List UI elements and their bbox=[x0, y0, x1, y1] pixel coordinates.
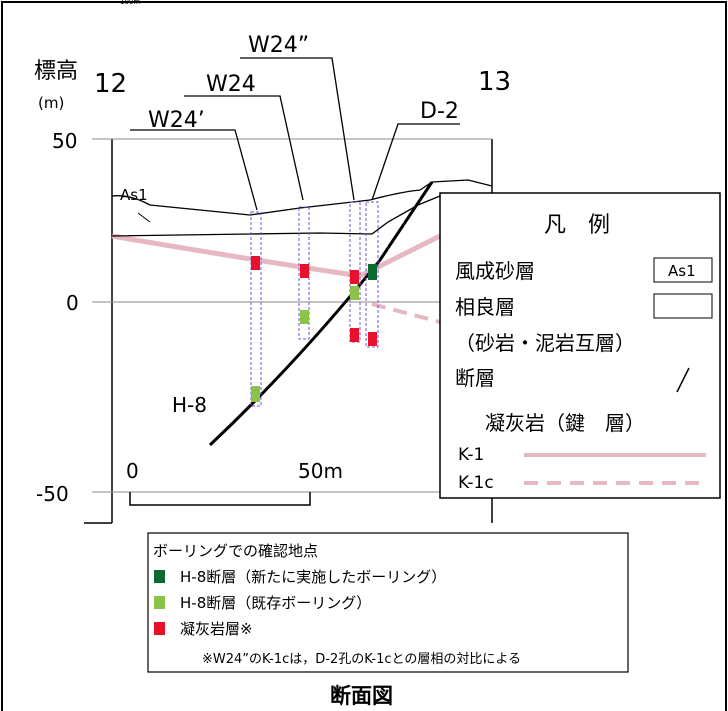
boring-legend-note: ※W24”のK-1cは，D-2孔のK-1cとの層相の対比による bbox=[202, 652, 521, 667]
label-as1: As1 bbox=[120, 186, 148, 204]
boring-label-d2: D-2 bbox=[420, 99, 459, 124]
legend-as1-swatch bbox=[653, 257, 713, 283]
leader-d2 bbox=[371, 123, 460, 201]
legend: 凡 例 風成砂層 As1 相良層 （砂岩・泥岩互層） 断層 凝灰岩（鍵 層） K… bbox=[439, 192, 721, 499]
legend-fault-symbol bbox=[676, 367, 690, 393]
boring-label-w24-prime: W24’ bbox=[148, 108, 205, 133]
label-h8: H-8 bbox=[172, 393, 207, 417]
boring-legend-box bbox=[147, 532, 629, 673]
fault-h8 bbox=[208, 181, 434, 447]
marker-tuff-w24-double bbox=[350, 270, 359, 284]
y-tick-50: 50 bbox=[52, 129, 77, 153]
marker-fault-new-d2 bbox=[368, 264, 377, 280]
section-plot: 標高 (m) 50 0 -50 12 13 W24’ W24 W24” D-2 … bbox=[34, 33, 511, 524]
boring-label-w24: W24 bbox=[206, 72, 256, 97]
swatch-tuff bbox=[154, 622, 165, 635]
legend-fault: 断層 bbox=[455, 366, 495, 390]
as1-leader bbox=[137, 212, 151, 223]
section-point-13: 13 bbox=[478, 67, 511, 97]
leader-w24-double bbox=[240, 57, 355, 201]
legend-sagara-swatch bbox=[653, 293, 713, 319]
y-tick-minus50: -50 bbox=[36, 482, 69, 506]
marker-tuff-w24-prime bbox=[251, 256, 260, 270]
boring-d2 bbox=[365, 201, 379, 348]
scale-bar bbox=[129, 492, 311, 506]
marker-tuff-k1c-d2 bbox=[368, 332, 377, 346]
y-tick-0: 0 bbox=[66, 291, 79, 315]
swatch-fault-existing bbox=[154, 596, 165, 609]
boring-legend-fault-new: H-8断層（新たに実施したボーリング） bbox=[180, 568, 446, 586]
elevation-unit: (m) bbox=[38, 94, 64, 112]
scale-bar-start: 0 bbox=[126, 459, 139, 483]
legend-eolian-sand: 風成砂層 bbox=[455, 259, 535, 283]
boring-legend-title: ボーリングでの確認地点 bbox=[153, 542, 318, 560]
legend-k1c: K-1c bbox=[458, 473, 494, 493]
boring-legend-tuff: 凝灰岩層※ bbox=[180, 620, 253, 638]
key-bed-k1c bbox=[371, 302, 441, 324]
legend-k1: K-1 bbox=[458, 445, 484, 465]
swatch-fault-new bbox=[154, 570, 165, 583]
legend-key-bed: 凝灰岩（鍵 層） bbox=[485, 411, 645, 435]
legend-title: 凡 例 bbox=[544, 213, 610, 238]
leader-w24-prime bbox=[130, 129, 258, 211]
figure-caption: 断面図 bbox=[330, 684, 393, 708]
legend-sagara: 相良層 bbox=[455, 295, 515, 319]
scale-bar-end: 50m bbox=[298, 459, 343, 483]
marker-fault-existing-w24-double bbox=[350, 286, 359, 300]
elevation-label: 標高 bbox=[34, 59, 78, 84]
legend-box bbox=[439, 192, 721, 499]
boring-w24-prime bbox=[250, 211, 262, 407]
key-bed-k1 bbox=[111, 233, 442, 279]
leader-w24 bbox=[184, 95, 304, 201]
boring-legend: ボーリングでの確認地点 H-8断層（新たに実施したボーリング） H-8断層（既存… bbox=[147, 532, 629, 673]
legend-sagara-note: （砂岩・泥岩互層） bbox=[455, 331, 635, 355]
marker-fault-existing-w24-prime bbox=[251, 386, 260, 402]
ground-surface bbox=[111, 179, 493, 216]
marker-fault-existing-w24 bbox=[300, 310, 309, 324]
as1-base bbox=[111, 195, 441, 237]
legend-as1-code: As1 bbox=[668, 262, 696, 280]
boring-label-w24-double: W24” bbox=[248, 33, 309, 58]
header-fragment: 100m bbox=[120, 0, 140, 6]
boring-legend-fault-existing: H-8断層（既存ボーリング） bbox=[180, 594, 371, 612]
marker-tuff-k1c-w24-double bbox=[350, 328, 359, 342]
section-point-12: 12 bbox=[94, 69, 127, 99]
marker-tuff-w24 bbox=[300, 264, 309, 278]
